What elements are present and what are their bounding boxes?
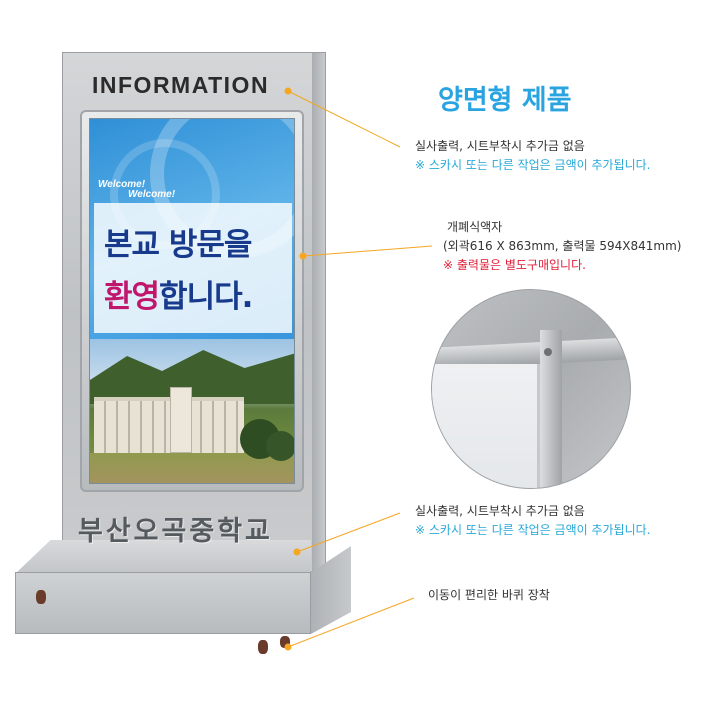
callout-dot-frame xyxy=(299,252,307,260)
photo-tree-small xyxy=(266,431,294,461)
poster-message-highlight: 환영 xyxy=(104,279,160,315)
photo-tower xyxy=(170,387,192,453)
poster: Welcome! Welcome! 본교 방문을 환영합니다. xyxy=(89,118,295,484)
poster-welcome-2: Welcome! xyxy=(128,189,176,200)
poster-message-line2: 환영합니다. xyxy=(104,271,253,316)
callout-dot-base xyxy=(293,548,301,556)
callout-dot-wheel xyxy=(284,643,292,651)
zoom-frame-inner xyxy=(432,364,540,488)
stand-base-front xyxy=(15,572,311,634)
stand-base-label: 부산오곡중학교 xyxy=(78,516,273,547)
callout-top-line2: ※ 스카시 또는 다른 작업은 금액이 추가됩니다. xyxy=(415,158,651,172)
poster-message-box xyxy=(94,203,292,333)
callout-frame-line1: 개폐식액자 xyxy=(447,220,503,234)
photo-building xyxy=(94,397,244,453)
callout-base-line1: 실사출력, 시트부착시 추가금 없음 xyxy=(415,504,585,518)
product-title: 양면형 제품 xyxy=(438,85,572,116)
callout-line-frame xyxy=(302,245,433,257)
wheel-icon xyxy=(36,590,46,604)
callout-frame-line3: ※ 출력물은 별도구매입니다. xyxy=(443,258,586,272)
callout-top-line1: 실사출력, 시트부착시 추가금 없음 xyxy=(415,139,585,153)
callout-line-base xyxy=(296,512,401,553)
callout-line-wheel xyxy=(287,597,415,648)
poster-message-line1: 본교 방문을 xyxy=(104,227,252,263)
callout-line-header xyxy=(287,90,401,148)
callout-frame-line2: (외곽616 X 863mm, 출력물 594X841mm) xyxy=(443,239,682,253)
callout-base-line2: ※ 스카시 또는 다른 작업은 금액이 추가됩니다. xyxy=(415,523,651,537)
wheel-icon xyxy=(258,640,268,654)
poster-message-rest: 합니다. xyxy=(159,279,253,315)
wheel-icon xyxy=(280,636,290,648)
zoom-screw-icon xyxy=(544,348,552,356)
frame-detail-zoom xyxy=(431,289,631,489)
poster-welcome-1: Welcome! xyxy=(98,179,146,190)
zoom-frame-rail-vertical xyxy=(540,330,562,488)
callout-wheel-line1: 이동이 편리한 바퀴 장착 xyxy=(428,588,550,602)
stand-header-label: INFORMATION xyxy=(92,72,270,98)
callout-dot-header xyxy=(284,87,292,95)
stand-base-top xyxy=(15,540,311,574)
